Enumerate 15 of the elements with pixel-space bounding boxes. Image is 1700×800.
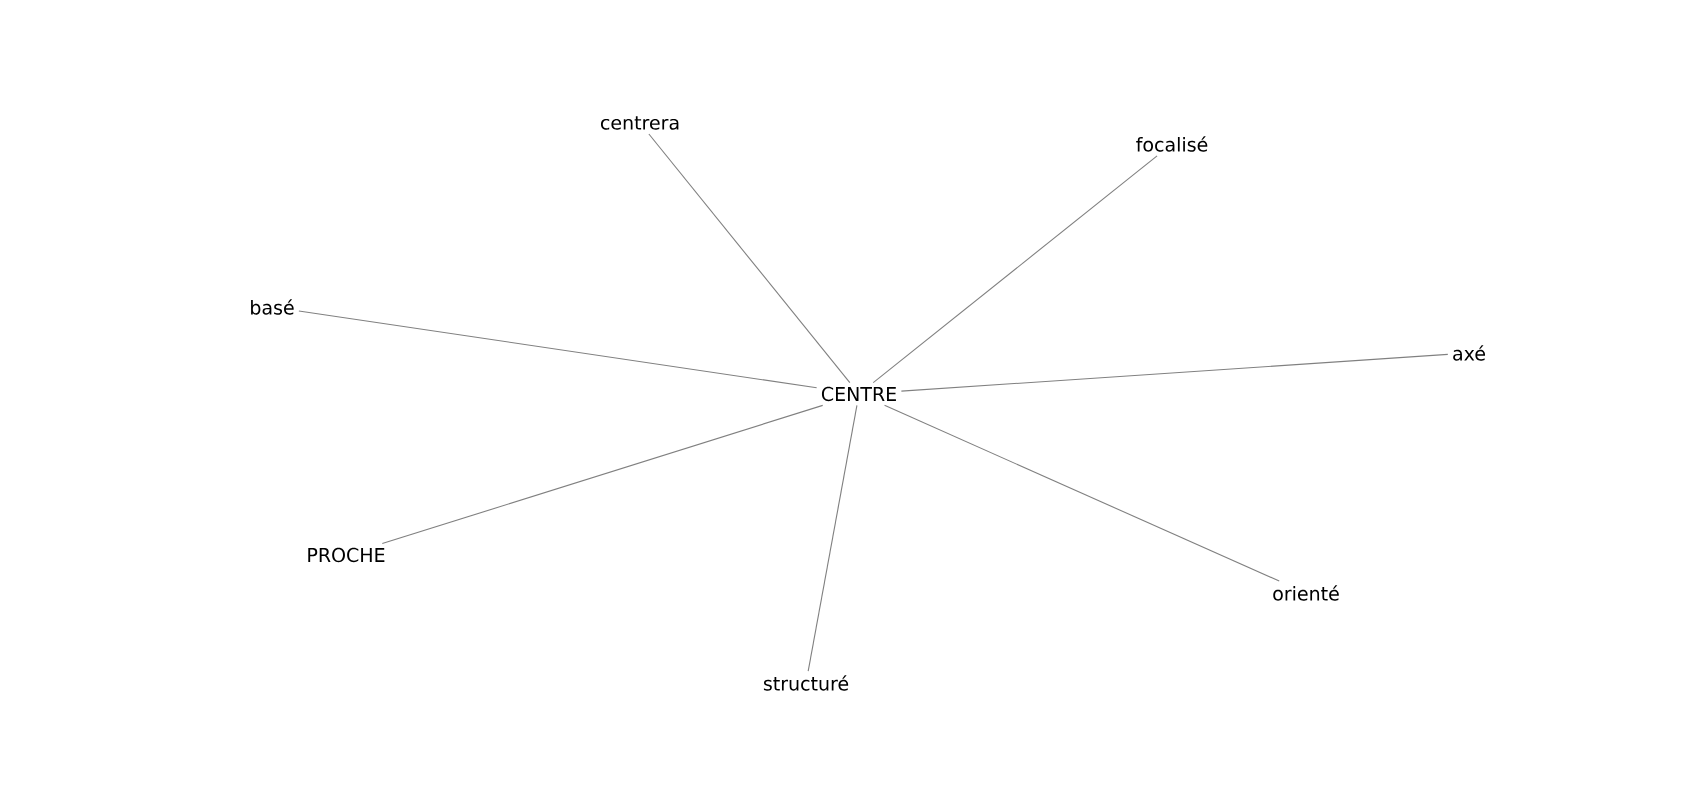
word-label: orienté xyxy=(1273,585,1339,601)
word-label: structuré xyxy=(763,675,849,691)
word-label: focalisé xyxy=(1136,136,1208,152)
word-label: axé xyxy=(1453,345,1485,361)
connector-line xyxy=(900,353,1449,392)
connector-line xyxy=(884,404,1280,582)
connector-line xyxy=(872,155,1158,384)
connector-line xyxy=(381,404,824,545)
word-label: basé xyxy=(251,299,294,315)
connector-line xyxy=(298,310,818,389)
connector-line xyxy=(807,404,858,672)
word-label: CENTRE xyxy=(821,386,896,402)
word-label: centrera xyxy=(601,116,679,130)
connector-line xyxy=(648,133,851,384)
word-label: PROCHE xyxy=(308,547,385,563)
